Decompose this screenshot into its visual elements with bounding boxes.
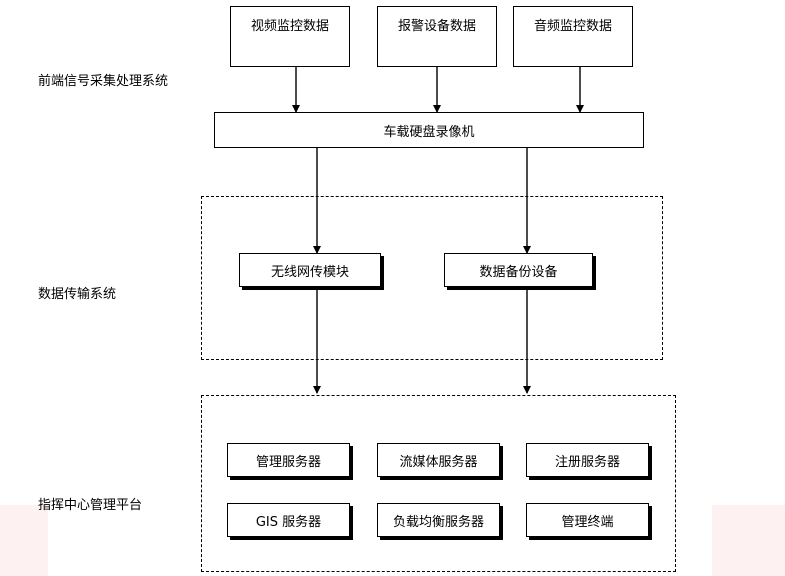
source-video-box: 视频监控数据 (230, 6, 350, 67)
source-alarm-box: 报警设备数据 (377, 6, 497, 67)
section-label-frontend: 前端信号采集处理系统 (38, 74, 169, 89)
corner-pad-left (0, 505, 48, 576)
corner-pad-right (712, 505, 785, 576)
transmission-frame (201, 196, 663, 360)
management-terminal-box: 管理终端 (526, 503, 649, 537)
wireless-module-box: 无线网传模块 (239, 253, 381, 287)
management-server-box: 管理服务器 (227, 443, 350, 477)
section-label-transmission: 数据传输系统 (38, 287, 117, 302)
platform-frame (201, 395, 676, 572)
backup-device-box: 数据备份设备 (444, 253, 593, 287)
registration-server-box: 注册服务器 (526, 443, 649, 477)
load-balance-server-box: 负载均衡服务器 (377, 503, 500, 537)
streaming-server-box: 流媒体服务器 (377, 443, 500, 477)
source-audio-box: 音频监控数据 (513, 6, 633, 67)
section-label-platform: 指挥中心管理平台 (38, 498, 143, 513)
gis-server-box: GIS 服务器 (227, 503, 350, 537)
recorder-box: 车载硬盘录像机 (214, 112, 644, 148)
